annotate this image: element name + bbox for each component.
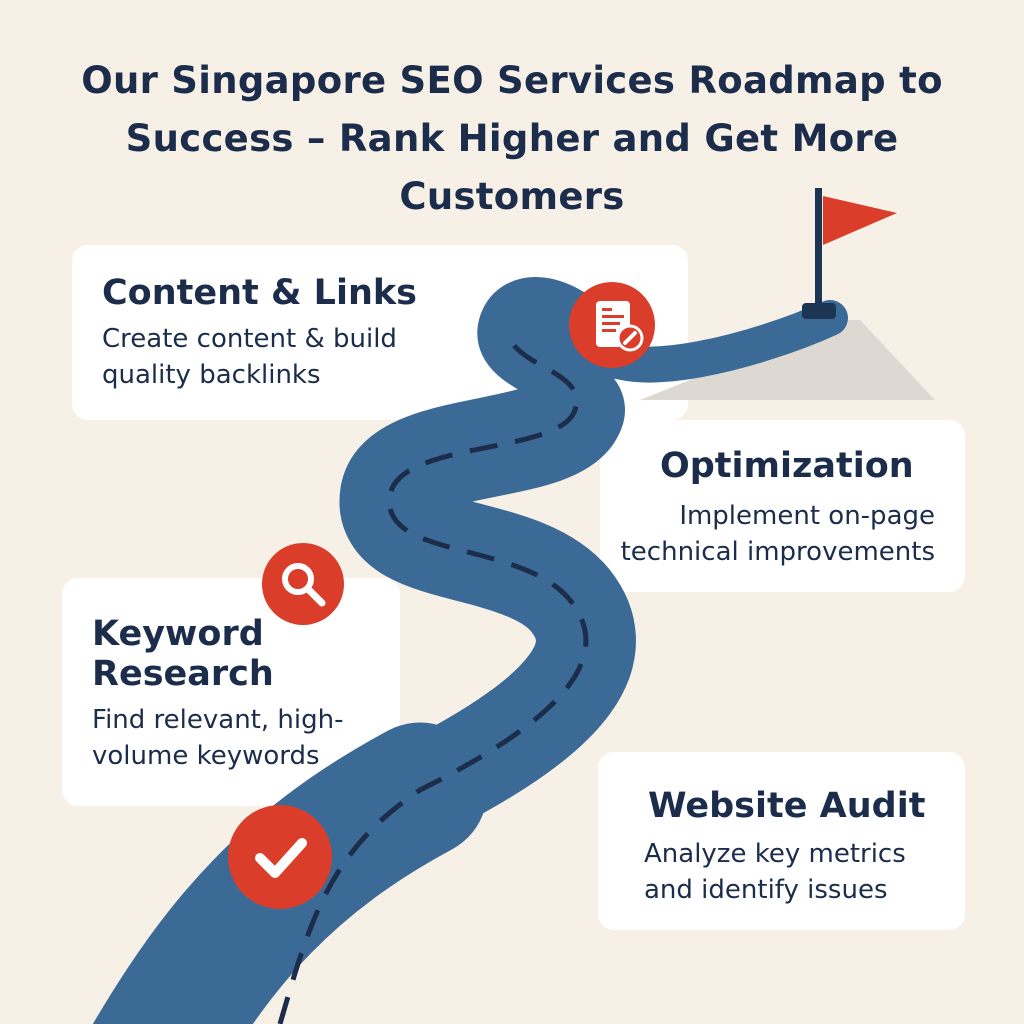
page-title: Our Singapore SEO Services Roadmap to Su… [81, 59, 943, 218]
step-card-optimization: Optimization Implement on-page technical… [600, 420, 965, 592]
step-text: Create content & build quality backlinks [102, 324, 397, 390]
document-edit-icon [569, 282, 655, 368]
check-icon [228, 805, 332, 909]
step-text: Analyze key metrics and identify issues [644, 839, 906, 905]
flag-base [802, 303, 836, 319]
step-text: Find relevant, high-volume keywords [92, 705, 344, 771]
road-center-dashes [277, 329, 589, 1024]
road [92, 277, 848, 1024]
step-text: Implement on-page technical improvements [620, 501, 935, 567]
search-icon [262, 543, 344, 625]
step-heading: Content & Links [102, 273, 417, 313]
flag-icon [823, 196, 897, 245]
hill-shadow [640, 320, 935, 400]
step-heading: Keyword Research [92, 614, 274, 694]
step-heading: Website Audit [648, 786, 926, 826]
step-card-website-audit: Website Audit Analyze key metrics and id… [598, 752, 965, 930]
step-card-keyword-research: Keyword Research Find relevant, high-vol… [62, 578, 400, 806]
flag-pole [815, 188, 822, 308]
step-heading: Optimization [660, 446, 914, 486]
